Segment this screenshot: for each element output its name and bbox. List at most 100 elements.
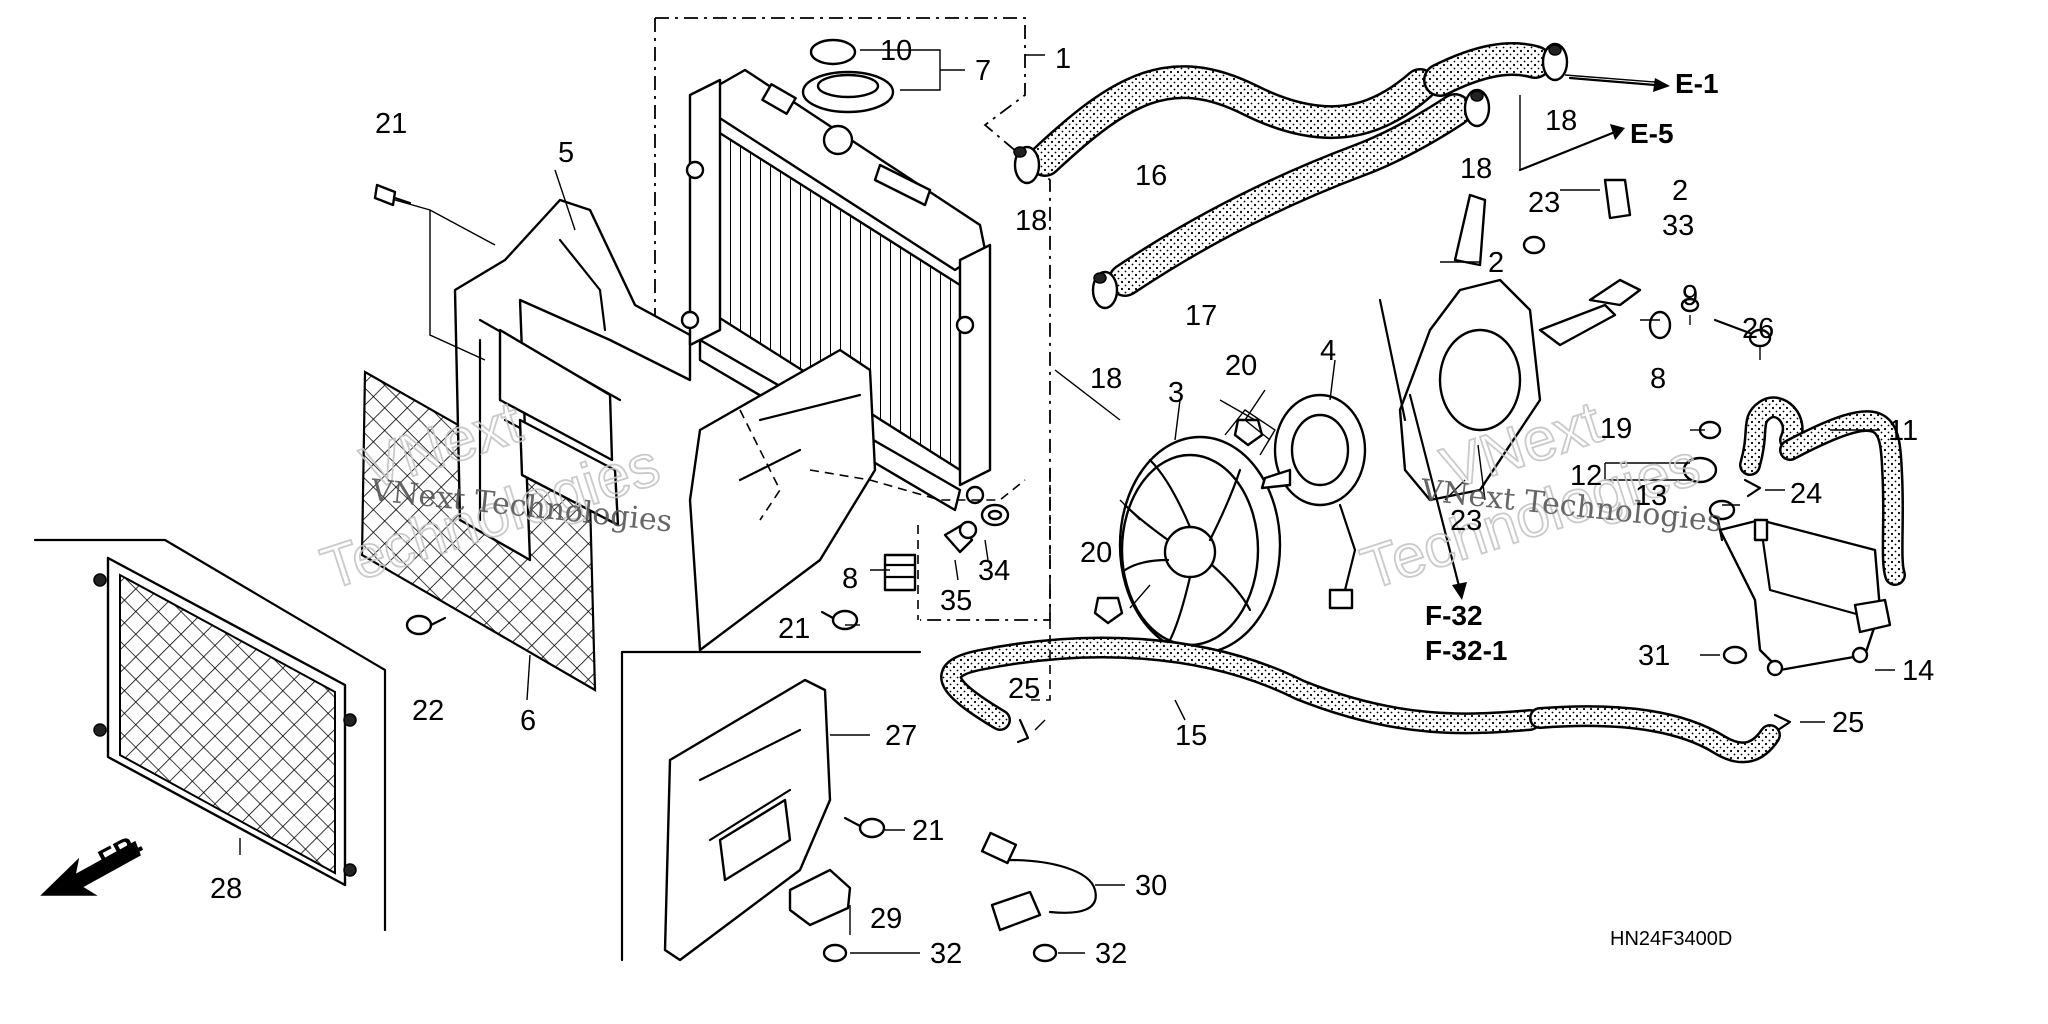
bolt-32-right[interactable] bbox=[1032, 943, 1058, 963]
cooling-fan[interactable] bbox=[1118, 435, 1282, 655]
sub-harness-30[interactable] bbox=[980, 831, 1097, 932]
ref-f32-1: F-32-1 bbox=[1425, 635, 1507, 666]
callout-23-top: 23 bbox=[1528, 187, 1560, 219]
reserve-hose-11[interactable] bbox=[1739, 396, 1906, 586]
callout-18-left-bottom: 18 bbox=[1090, 363, 1122, 395]
callout-33: 33 bbox=[1662, 210, 1694, 242]
clip-24[interactable] bbox=[1743, 478, 1762, 498]
callout-34: 34 bbox=[978, 555, 1010, 587]
callout-6: 6 bbox=[520, 705, 536, 737]
callouts: 1 2 2 3 4 5 6 7 8 8 9 10 11 12 13 14 15 … bbox=[210, 35, 1934, 970]
fan-shroud-bracket[interactable] bbox=[1378, 193, 1642, 502]
arrow-f32 bbox=[1408, 393, 1467, 600]
collar-8-right[interactable] bbox=[1648, 310, 1672, 340]
callout-35: 35 bbox=[940, 585, 972, 617]
callout-21-top: 21 bbox=[375, 108, 407, 140]
rubber-mount[interactable] bbox=[883, 553, 917, 592]
callout-19: 19 bbox=[1600, 413, 1632, 445]
ref-e5: E-5 bbox=[1630, 118, 1674, 149]
callout-24: 24 bbox=[1790, 478, 1822, 510]
bolt-21-radiator[interactable] bbox=[820, 609, 859, 631]
callout-25-right: 25 bbox=[1832, 707, 1864, 739]
overflow-hose-15[interactable] bbox=[940, 636, 1781, 764]
diagram-code: HN24F3400D bbox=[1610, 928, 1732, 950]
callout-21-plate: 21 bbox=[912, 815, 944, 847]
hose-clamp-left-top[interactable] bbox=[1013, 145, 1041, 185]
arrow-e1 bbox=[1568, 76, 1670, 92]
lower-plate[interactable] bbox=[663, 678, 832, 962]
front-grille[interactable] bbox=[93, 556, 357, 887]
bolt-26[interactable] bbox=[1713, 318, 1772, 348]
callout-28: 28 bbox=[210, 873, 242, 905]
callout-4: 4 bbox=[1320, 335, 1336, 367]
callout-8-collar: 8 bbox=[1650, 363, 1666, 395]
callout-16: 16 bbox=[1135, 160, 1167, 192]
nut-20-top[interactable] bbox=[1233, 418, 1264, 447]
callout-20-bottom: 20 bbox=[1080, 537, 1112, 569]
drain-washer[interactable] bbox=[980, 503, 1010, 527]
washer-9[interactable] bbox=[1680, 297, 1700, 313]
callout-21-radiator: 21 bbox=[778, 613, 810, 645]
callout-12: 12 bbox=[1570, 460, 1602, 492]
callout-7: 7 bbox=[975, 55, 991, 87]
callout-18-left-top: 18 bbox=[1015, 205, 1047, 237]
callout-17: 17 bbox=[1185, 300, 1217, 332]
bolt-31[interactable] bbox=[1722, 645, 1748, 665]
callout-11: 11 bbox=[1888, 415, 1918, 447]
leader-lines bbox=[239, 49, 1895, 954]
lower-panel-boundary bbox=[620, 650, 922, 962]
callout-2-bracket: 2 bbox=[1488, 247, 1504, 279]
callout-2-clamp: 2 bbox=[1672, 175, 1688, 207]
bolt-23-top[interactable] bbox=[1522, 235, 1546, 255]
callout-30: 30 bbox=[1135, 870, 1167, 902]
callout-31: 31 bbox=[1638, 640, 1670, 672]
callout-32-left: 32 bbox=[930, 938, 962, 970]
callout-18-mid: 18 bbox=[1460, 153, 1492, 185]
thermo-switch-29[interactable] bbox=[788, 868, 852, 927]
fan-motor[interactable] bbox=[1260, 393, 1367, 610]
radiator-shroud[interactable] bbox=[453, 198, 692, 562]
callout-29: 29 bbox=[870, 903, 902, 935]
ref-e1: E-1 bbox=[1675, 68, 1719, 99]
ref-f32: F-32 bbox=[1425, 600, 1483, 631]
hose-clamp-mid[interactable] bbox=[1463, 88, 1491, 128]
callout-13: 13 bbox=[1635, 480, 1667, 512]
callout-9: 9 bbox=[1682, 280, 1698, 312]
callout-5: 5 bbox=[558, 137, 574, 169]
callout-10: 10 bbox=[880, 35, 912, 67]
radiator-side-cover[interactable] bbox=[688, 348, 877, 652]
bolt-21-top[interactable] bbox=[373, 183, 412, 207]
radiator-cap[interactable] bbox=[801, 38, 895, 114]
callout-27: 27 bbox=[885, 720, 917, 752]
bolt-21-plate[interactable] bbox=[843, 816, 886, 839]
clip-25-left[interactable] bbox=[1016, 718, 1030, 744]
callout-32-right: 32 bbox=[1095, 938, 1127, 970]
callout-23-bottom: 23 bbox=[1450, 505, 1482, 537]
lower-hose-17[interactable] bbox=[1108, 93, 1472, 297]
callout-3: 3 bbox=[1168, 377, 1184, 409]
arrow-e5 bbox=[1518, 124, 1625, 172]
callout-8-rubber: 8 bbox=[842, 563, 858, 595]
callout-18-top-right: 18 bbox=[1545, 105, 1577, 137]
callout-25-left: 25 bbox=[1008, 673, 1040, 705]
upper-hose-16[interactable] bbox=[1028, 42, 1552, 177]
drain-bolt[interactable] bbox=[943, 520, 978, 554]
wire-clamp-33[interactable] bbox=[1603, 178, 1632, 220]
front-direction-arrow bbox=[40, 840, 141, 896]
left-panel-boundary bbox=[33, 538, 387, 932]
callout-26: 26 bbox=[1742, 313, 1774, 345]
reserve-cap-13[interactable] bbox=[1682, 456, 1736, 542]
callout-14: 14 bbox=[1902, 655, 1934, 687]
callout-20-top: 20 bbox=[1225, 350, 1257, 382]
hose-clamp-left-bottom[interactable] bbox=[1091, 270, 1119, 310]
clip-25-right[interactable] bbox=[1773, 713, 1792, 732]
bolt-32-left[interactable] bbox=[822, 943, 848, 963]
callout-1: 1 bbox=[1055, 43, 1071, 75]
callout-15: 15 bbox=[1175, 720, 1207, 752]
nut-20-bottom[interactable] bbox=[1093, 596, 1124, 625]
hose-clamp-top-right[interactable] bbox=[1541, 42, 1569, 82]
callout-22: 22 bbox=[412, 695, 444, 727]
bolt-22[interactable] bbox=[405, 614, 447, 636]
reserve-tank[interactable] bbox=[1718, 518, 1892, 677]
